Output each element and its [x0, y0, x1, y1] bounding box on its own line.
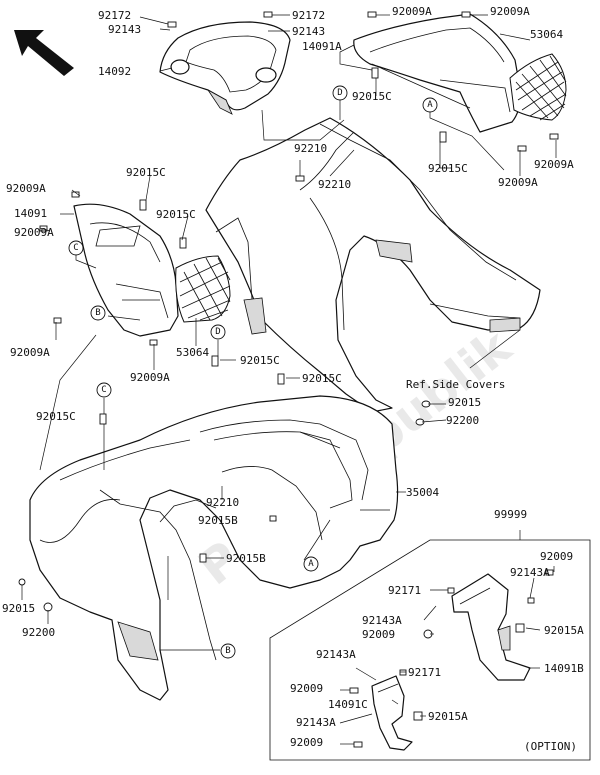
- label-92015C-1: 92015C: [352, 90, 392, 103]
- callout-a-bottom: A: [303, 556, 319, 572]
- label-92015B-2: 92015B: [226, 552, 266, 565]
- label-92015C-3: 92015C: [240, 354, 280, 367]
- label-92015A-1: 92015A: [544, 624, 584, 637]
- callout-d-mid: D: [210, 324, 226, 340]
- rear-fender-35004[interactable]: [29, 395, 399, 701]
- label-92015C-4: 92015C: [302, 372, 342, 385]
- label-92009A-L3: 92009A: [10, 346, 50, 359]
- label-92143A-4: 92143A: [296, 716, 336, 729]
- label-53064-left: 53064: [176, 346, 209, 359]
- svg-text:C: C: [73, 243, 78, 253]
- label-92143-b: 92143: [292, 25, 325, 38]
- label-92171-2: 92171: [408, 666, 441, 679]
- glove-box-lid-14092[interactable]: [159, 21, 291, 115]
- label-ref-side-covers: Ref.Side Covers: [406, 378, 505, 391]
- label-92015C-2: 92015C: [428, 162, 468, 175]
- label-92143A-1: 92143A: [510, 566, 550, 579]
- label-92143A-2: 92143A: [362, 614, 402, 627]
- label-92172-a: 92172: [98, 9, 131, 22]
- label-92009A-4: 92009A: [498, 176, 538, 189]
- callout-c-mid: C: [96, 382, 112, 398]
- label-92009-1: 92009: [540, 550, 573, 563]
- label-92210-1: 92210: [294, 142, 327, 155]
- label-92009-4: 92009: [290, 736, 323, 749]
- label-92015C-L1: 92015C: [126, 166, 166, 179]
- label-35004: 35004: [406, 486, 439, 499]
- bracket-14091B[interactable]: [451, 573, 531, 681]
- svg-text:B: B: [225, 646, 230, 656]
- option-box: [269, 539, 591, 761]
- label-14091C: 14091C: [328, 698, 368, 711]
- label-92143-a: 92143: [108, 23, 141, 36]
- svg-text:A: A: [308, 559, 314, 569]
- label-92015C-5: 92015C: [36, 410, 76, 423]
- part-labels: 92172 92143 14092 92172 92143 92009A 920…: [2, 5, 584, 753]
- label-92009A-L2: 92009A: [14, 226, 54, 239]
- svg-text:C: C: [101, 385, 106, 395]
- leader-lines: [21, 14, 557, 745]
- label-92009A-3: 92009A: [534, 158, 574, 171]
- label-92009-2: 92009: [362, 628, 395, 641]
- callout-d-top: D: [332, 85, 348, 101]
- callout-a-top: A: [422, 97, 438, 113]
- callout-b-left: B: [90, 305, 106, 321]
- label-92009-3: 92009: [290, 682, 323, 695]
- label-92009A-2: 92009A: [490, 5, 530, 18]
- label-option: (OPTION): [524, 740, 577, 753]
- callout-b-bottom: B: [220, 643, 236, 659]
- label-92015A-2: 92015A: [428, 710, 468, 723]
- label-92143A-3: 92143A: [316, 648, 356, 661]
- label-92015-2: 92015: [2, 602, 35, 615]
- label-92172-b: 92172: [292, 9, 325, 22]
- bracket-14091C[interactable]: [371, 675, 413, 751]
- label-92009A-L1: 92009A: [6, 182, 46, 195]
- label-99999: 99999: [494, 508, 527, 521]
- svg-text:A: A: [427, 100, 433, 110]
- label-92015-1: 92015: [448, 396, 481, 409]
- label-92210-3: 92210: [206, 496, 239, 509]
- svg-text:D: D: [337, 88, 342, 98]
- label-92200-2: 92200: [22, 626, 55, 639]
- label-92009A-L4: 92009A: [130, 371, 170, 384]
- label-92171-1: 92171: [388, 584, 421, 597]
- label-14091A: 14091A: [302, 40, 342, 53]
- label-92015B-1: 92015B: [198, 514, 238, 527]
- label-53064-top: 53064: [530, 28, 563, 41]
- front-direction-arrow-icon: [14, 30, 74, 76]
- vent-grille-53064-left[interactable]: [175, 255, 231, 323]
- callout-c-left: C: [68, 240, 84, 256]
- vent-grille-53064-top[interactable]: [509, 53, 567, 121]
- label-92009A-1: 92009A: [392, 5, 432, 18]
- svg-text:B: B: [95, 308, 100, 318]
- label-14092: 14092: [98, 65, 131, 78]
- label-92210-2: 92210: [318, 178, 351, 191]
- label-14091B: 14091B: [544, 662, 584, 675]
- front-cover-14091A[interactable]: [353, 13, 521, 133]
- svg-text:D: D: [215, 327, 220, 337]
- fasteners: [18, 11, 559, 748]
- side-cover-14091[interactable]: [73, 203, 179, 337]
- label-92015C-L2: 92015C: [156, 208, 196, 221]
- label-14091: 14091: [14, 207, 47, 220]
- label-92200-1: 92200: [446, 414, 479, 427]
